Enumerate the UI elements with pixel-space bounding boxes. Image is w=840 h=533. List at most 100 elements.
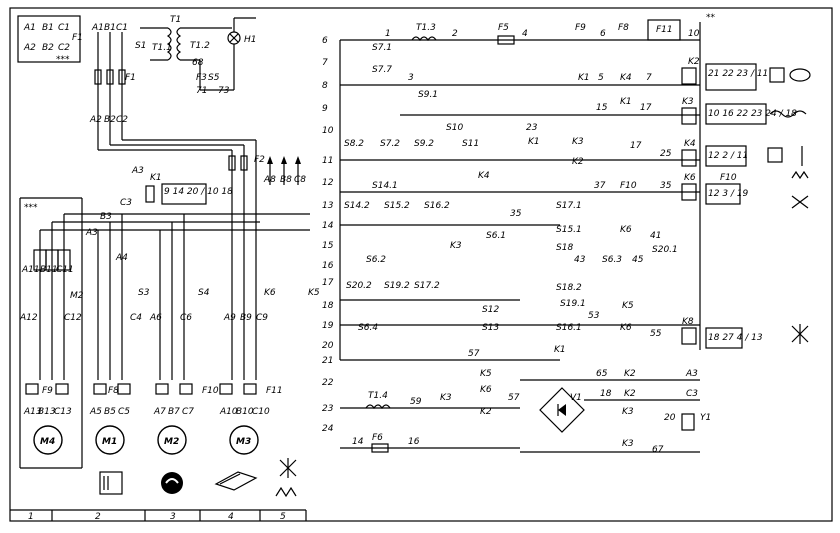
label-t1-3: T1.3 xyxy=(416,23,436,33)
label-b10: B10 xyxy=(236,407,254,417)
label-h1: H1 xyxy=(244,35,257,45)
wire-7: 7 xyxy=(646,73,652,83)
label-b13: B13 xyxy=(38,407,56,417)
rung-number: 23 xyxy=(322,404,334,414)
rectifier-v1 xyxy=(539,387,585,433)
label-s6-4: S6.4 xyxy=(358,323,378,333)
output-a3: A3 xyxy=(685,369,698,379)
label-s10: S10 xyxy=(446,123,463,133)
label-k2-coil: K2 xyxy=(688,57,700,67)
rung-number: 16 xyxy=(322,261,334,271)
label-b9: B9 xyxy=(240,313,252,323)
wire-3: 3 xyxy=(408,73,414,83)
wire-57: 57 xyxy=(468,349,480,359)
label-c6: C6 xyxy=(180,313,192,323)
label-k8-coil: K8 xyxy=(682,317,694,327)
label-a6: A6 xyxy=(149,313,162,323)
rung-number: 13 xyxy=(322,201,334,211)
label-s19-2: S19.2 xyxy=(384,281,410,291)
label-a13: A13 xyxy=(23,407,42,417)
wire-25: 25 xyxy=(660,149,672,159)
label-f10: F11 xyxy=(266,386,283,396)
label-f2: F2 xyxy=(254,155,265,165)
label-f3: F3 xyxy=(196,73,207,83)
wire-6: 6 xyxy=(600,29,606,39)
label-k2-rung21: K2 xyxy=(624,369,636,379)
label-s19-1: S19.1 xyxy=(560,299,586,309)
label-f9: F10 xyxy=(202,386,219,396)
label-k6-main: K6 xyxy=(264,288,276,298)
output-c3: C3 xyxy=(686,389,698,399)
rung-number: 9 xyxy=(322,104,328,114)
label-k4-rung8: K4 xyxy=(620,73,632,83)
label-k5-main: K5 xyxy=(308,288,320,298)
label-c7: C7 xyxy=(182,407,194,417)
label-c3: C3 xyxy=(120,198,132,208)
label-s14-2: S14.2 xyxy=(344,201,370,211)
label-s7-7: S7.7 xyxy=(372,65,392,75)
feed-cross-icon xyxy=(275,458,297,498)
wire-35: 35 xyxy=(660,181,672,191)
label-k2-rung22: K2 xyxy=(480,407,492,417)
wire-17: 17 xyxy=(640,103,652,113)
label-73: 73 xyxy=(218,86,230,96)
label-a1: A1 xyxy=(23,23,36,33)
k8-contacts: 18 27 4 / 13 xyxy=(708,333,763,343)
label-c2: C2 xyxy=(58,43,70,53)
label-b5: B5 xyxy=(104,407,116,417)
rung-number: 17 xyxy=(322,278,334,288)
dbl-star-mark: ** xyxy=(706,13,716,23)
footer-col-2: 2 xyxy=(95,512,101,522)
wire-15: 15 xyxy=(596,103,608,113)
label-b2: B2 xyxy=(42,43,54,53)
wire-1: 1 xyxy=(385,29,391,39)
label-s2: S3 xyxy=(138,288,150,298)
label-f1-box: F1 xyxy=(72,33,83,43)
wire-17-b: 17 xyxy=(630,141,642,151)
label-s9-2: S9.2 xyxy=(414,139,434,149)
output-y1: Y1 xyxy=(700,413,711,423)
wire-16: 16 xyxy=(408,437,420,447)
label-f8-ctrl: F8 xyxy=(618,23,629,33)
label-s9-1: S9.1 xyxy=(418,90,438,100)
label-s15-2: S15.2 xyxy=(384,201,410,211)
stars-mark: *** xyxy=(56,55,70,65)
label-s5: S5 xyxy=(208,73,220,83)
label-k4-coil: K4 xyxy=(684,139,696,149)
label-b7: B7 xyxy=(168,407,180,417)
rung-number: 12 xyxy=(322,178,334,188)
rung-number: 7 xyxy=(322,58,328,68)
label-b8: B8 xyxy=(280,175,292,185)
label-s8-2: S8.2 xyxy=(344,139,364,149)
label-c2-bus: C2 xyxy=(116,115,128,125)
rung-number: 14 xyxy=(322,221,334,231)
footer-col-3: 3 xyxy=(170,512,176,522)
label-s13: S13 xyxy=(482,323,499,333)
label-s1: S1 xyxy=(135,41,146,51)
label-f11-ctrl: F11 xyxy=(656,25,673,35)
wire-41: 41 xyxy=(650,231,661,241)
wire-59: 57 xyxy=(508,393,520,403)
label-s17-1: S17.1 xyxy=(556,201,582,211)
label-a11: A11 xyxy=(21,265,40,275)
label-s18-2: S18.2 xyxy=(556,283,582,293)
label-s16-2: S16.2 xyxy=(424,201,450,211)
label-a9: A9 xyxy=(223,313,236,323)
label-s7-2: S7.2 xyxy=(380,139,400,149)
label-b1: B1 xyxy=(42,23,54,33)
wire-35-b: 35 xyxy=(510,209,522,219)
label-f11: F9 xyxy=(42,386,53,396)
label-s16-1: S16.1 xyxy=(556,323,582,333)
label-f6: F6 xyxy=(372,433,383,443)
stars-mark-2: *** xyxy=(24,203,38,213)
label-t1: T1 xyxy=(170,15,181,25)
wire-5: 5 xyxy=(598,73,604,83)
label-m4: M4 xyxy=(40,437,55,447)
label-a4: A4 xyxy=(115,253,128,263)
motor-m3-icon xyxy=(229,425,259,455)
motor-m4-icon xyxy=(33,425,63,455)
label-s11: S11 xyxy=(462,139,479,149)
wire-65: 65 xyxy=(596,369,608,379)
frame xyxy=(9,7,833,522)
